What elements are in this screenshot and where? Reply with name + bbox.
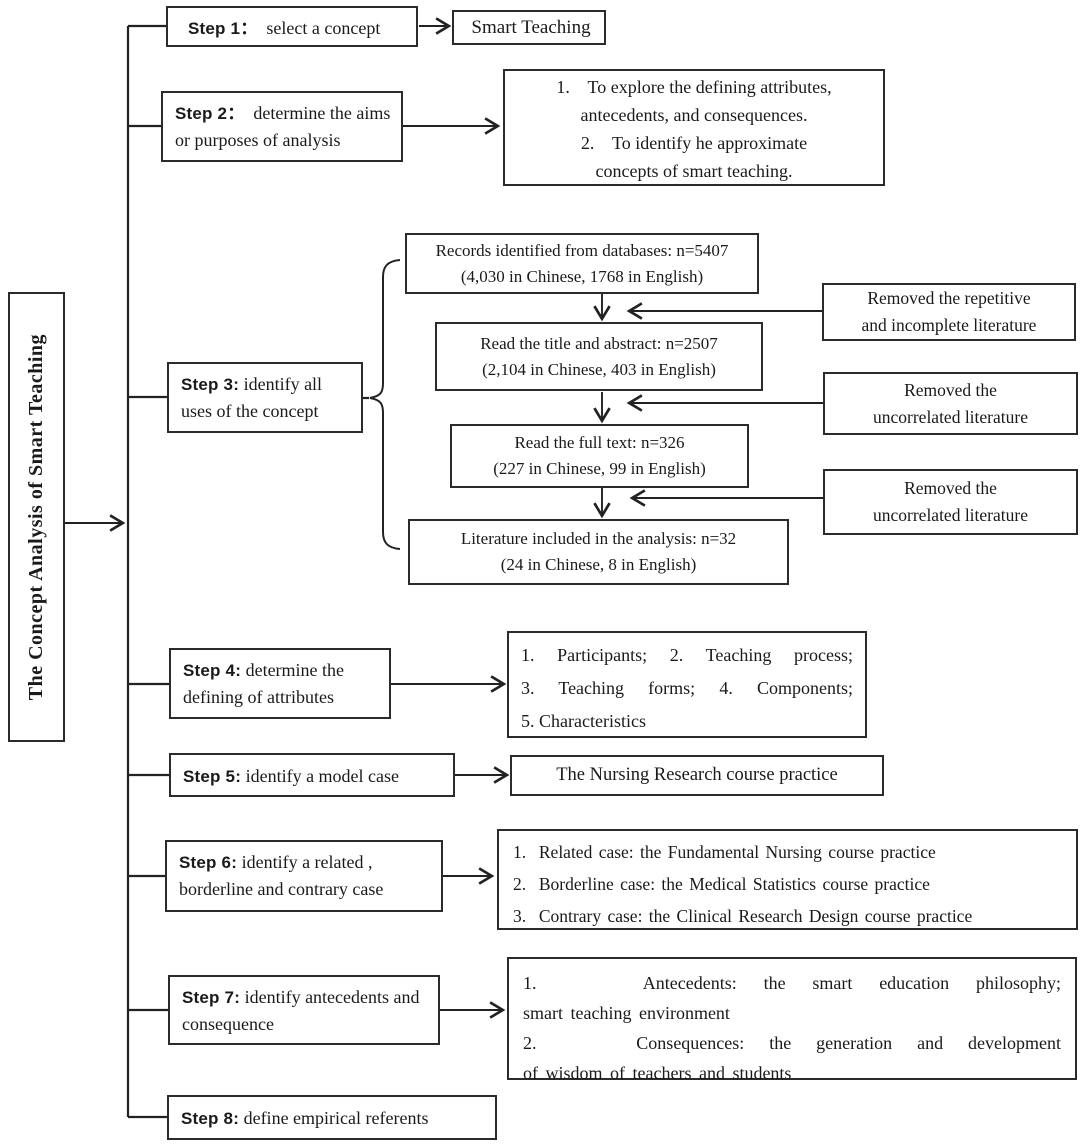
step-6-box: Step 6: identify a related , borderline … (165, 840, 443, 912)
removed-box-3: Removed the uncorrelated literature (823, 469, 1078, 535)
removed-box-2: Removed the uncorrelated literature (823, 372, 1078, 435)
step-5-label: Step 5: (183, 767, 242, 786)
screening-line: Read the title and abstract: n=2507 (480, 333, 718, 353)
screening-box-title-abstract: Read the title and abstract: n=2507 (2,1… (435, 322, 763, 391)
step-5-box: Step 5: identify a model case (169, 753, 455, 797)
result-attributes-box: 1. Participants; 2. Teaching process; 3.… (507, 631, 867, 738)
step3-brace (369, 259, 401, 550)
cases-line: 3. Contrary case: the Clinical Research … (513, 906, 973, 926)
attributes-line: 3. Teaching forms; 4. Components; (521, 678, 853, 698)
attributes-line: 5. Characteristics (521, 711, 646, 731)
result-aims-box: 1. To explore the defining attributes, a… (503, 69, 885, 186)
step-8-label: Step 8: (181, 1109, 240, 1128)
screening-box-full-text: Read the full text: n=326 (227 in Chines… (450, 424, 749, 488)
screening-line: (24 in Chinese, 8 in English) (500, 555, 697, 574)
aims-line: concepts of smart teaching. (595, 160, 793, 181)
step-1-desc: select a concept (257, 18, 381, 38)
step-6-desc: identify a related , borderline and cont… (179, 852, 384, 899)
screening-line: (227 in Chinese, 99 in English) (493, 459, 706, 478)
screening-line: Records identified from databases: n=540… (435, 240, 729, 260)
step-1-box: Step 1： select a concept (166, 6, 418, 47)
step-2-box: Step 2： determine the aims or purposes o… (161, 91, 403, 162)
attributes-line: 1. Participants; 2. Teaching process; (521, 645, 853, 665)
antecedents-line: 1. Antecedents: the smart education phil… (523, 973, 1061, 993)
step-1-label: Step 1： (188, 19, 258, 38)
result-smart-teaching-box: Smart Teaching (452, 10, 606, 45)
model-case-text: The Nursing Research course practice (556, 765, 838, 785)
aims-line: 2. To identify he approximate (580, 132, 808, 153)
screening-line: (2,104 in Chinese, 403 in English) (482, 359, 716, 379)
aims-line: antecedents, and consequences. (580, 104, 808, 125)
removed-line: and incomplete literature (861, 315, 1037, 335)
step-3-box: Step 3: identify all uses of the concept (167, 362, 363, 433)
antecedents-line: smart teaching environment (523, 1003, 730, 1023)
result-model-case-box: The Nursing Research course practice (510, 755, 884, 796)
step-8-desc: define empirical referents (239, 1108, 429, 1128)
step-7-label: Step 7: (182, 988, 241, 1007)
step-7-box: Step 7: identify antecedents and consequ… (168, 975, 440, 1045)
removed-line: Removed the (904, 478, 997, 498)
removed-line: Removed the repetitive (867, 288, 1031, 308)
step-2-desc: determine the aims or purposes of analys… (175, 103, 395, 150)
removed-box-1: Removed the repetitive and incomplete li… (822, 283, 1076, 341)
antecedents-line: 2. Consequences: the generation and deve… (523, 1033, 1061, 1053)
step-5-desc: identify a model case (241, 766, 400, 786)
step-6-label: Step 6: (179, 853, 238, 872)
screening-line: Read the full text: n=326 (514, 433, 685, 452)
screening-box-included: Literature included in the analysis: n=3… (408, 519, 789, 585)
cases-line: 2. Borderline case: the Medical Statisti… (513, 874, 930, 894)
removed-line: uncorrelated literature (873, 406, 1028, 427)
step-3-label: Step 3: (181, 375, 240, 394)
result-antecedents-box: 1. Antecedents: the smart education phil… (507, 957, 1077, 1083)
step-4-label: Step 4: (183, 661, 242, 680)
screening-line: (4,030 in Chinese, 1768 in English) (460, 266, 704, 286)
cases-line: 1. Related case: the Fundamental Nursing… (513, 842, 936, 862)
result-smart-teaching: Smart Teaching (471, 16, 591, 38)
diagram-title-box: The Concept Analysis of Smart Teaching (8, 292, 65, 742)
step-4-box: Step 4: determine the defining of attrib… (169, 648, 391, 719)
step-4-desc: determine the defining of attributes (183, 660, 349, 707)
result-cases-box: 1. Related case: the Fundamental Nursing… (497, 829, 1078, 930)
step-2-label: Step 2： (175, 104, 245, 123)
aims-line: 1. To explore the defining attributes, (556, 76, 832, 97)
step-8-box: Step 8: define empirical referents (167, 1095, 497, 1140)
diagram-title: The Concept Analysis of Smart Teaching (25, 333, 47, 701)
removed-line: uncorrelated literature (873, 505, 1028, 525)
screening-box-records: Records identified from databases: n=540… (405, 233, 759, 294)
antecedents-line: of wisdom of teachers and students (523, 1063, 792, 1083)
step-3-desc: identify all uses of the concept (181, 374, 327, 421)
screening-line: Literature included in the analysis: n=3… (460, 529, 737, 548)
step-7-desc: identify antecedents and consequence (182, 987, 425, 1034)
removed-line: Removed the (904, 379, 997, 400)
